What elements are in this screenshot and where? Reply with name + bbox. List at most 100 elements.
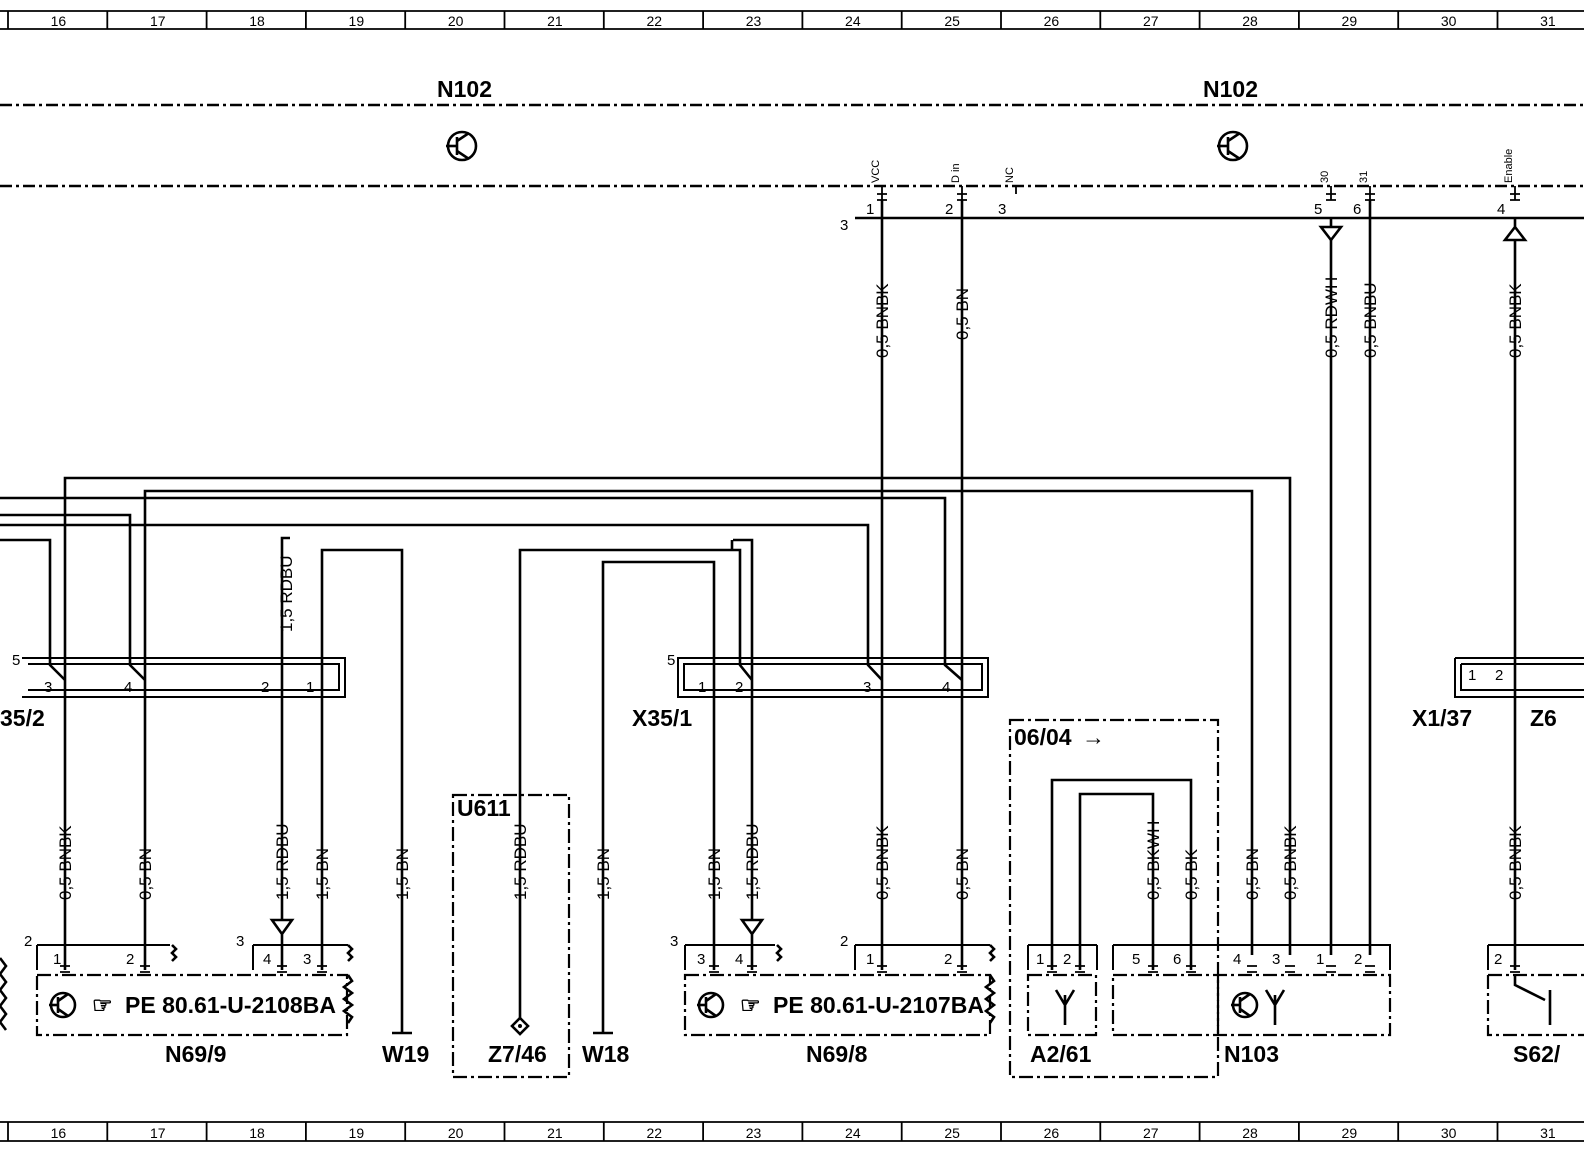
- transistor-icon: [1217, 130, 1249, 162]
- pin-number: 3: [697, 951, 705, 968]
- component-label: N103: [1224, 1041, 1279, 1067]
- transistor-icon: [446, 130, 478, 162]
- connector-number: 5: [667, 652, 675, 669]
- pin-number: 3: [863, 679, 871, 696]
- ruler-number: 26: [1044, 1125, 1060, 1141]
- component-label: N69/9: [165, 1041, 226, 1067]
- n102-pin-2: 2: [945, 201, 953, 218]
- pin-number: 2: [735, 679, 743, 696]
- ruler-number: 24: [845, 1125, 861, 1141]
- wire-label: 1,5 BN: [313, 848, 332, 900]
- ruler-number: 31: [1540, 13, 1556, 29]
- ruler-number: 20: [448, 1125, 464, 1141]
- connector-x35-1: 5 1 2 3 4 X35/1: [632, 652, 989, 731]
- wire-label: 1,5 RDBU: [511, 823, 530, 900]
- transistor-icon: [1231, 991, 1259, 1019]
- pin-number: 1: [306, 679, 314, 696]
- pin-number: 3: [303, 951, 311, 968]
- wire-label: 0,5 BK: [1182, 848, 1201, 900]
- component-label: Z7/46: [488, 1041, 547, 1067]
- pin-terminals: [709, 965, 967, 973]
- pin-number: 1: [698, 679, 706, 696]
- connector-number: 5: [12, 652, 20, 669]
- connector-label: Z6: [1530, 705, 1557, 731]
- wire-label: 0,5 BN: [1243, 848, 1262, 900]
- pin-signal-enable: Enable: [1503, 149, 1515, 183]
- ruler-number: 27: [1143, 13, 1159, 29]
- pin-number: 1: [53, 951, 61, 968]
- pointing-hand-icon: ☞: [740, 992, 761, 1018]
- ruler-number: 19: [349, 13, 365, 29]
- n102-pin-5: 5: [1314, 201, 1322, 218]
- connector-label: 35/2: [0, 705, 45, 731]
- ruler-number: 28: [1242, 13, 1258, 29]
- pin-number: 4: [735, 951, 743, 968]
- pin-number: 4: [942, 679, 950, 696]
- pin-number: 6: [1173, 951, 1181, 968]
- component-label: U611: [457, 795, 511, 821]
- pin-number: 1: [1316, 951, 1324, 968]
- ruler-number: 23: [746, 13, 762, 29]
- component-u611: U611 1,5 RDBU Z7/46: [451, 793, 571, 1079]
- pin-number: 5: [1132, 951, 1140, 968]
- wire-label: 0,5 BNBK: [56, 825, 75, 900]
- ground-label: W18: [582, 1041, 630, 1067]
- pin-signal-din: D in: [950, 163, 962, 183]
- connector-number: 3: [236, 933, 244, 950]
- variant-date: 06/04: [1014, 724, 1072, 750]
- ground-label: W19: [382, 1041, 429, 1067]
- pin-terminals: [60, 965, 327, 973]
- variant-region: 06/04 →: [1008, 718, 1220, 1079]
- wire-label: 0,5 BNBU: [1361, 282, 1380, 358]
- ruler-number: 24: [845, 13, 861, 29]
- ruler-number: 29: [1342, 1125, 1358, 1141]
- connector-x1-37: 1 2 X1/37 Z6: [1412, 657, 1584, 731]
- wire-label: 1,5 RDBU: [743, 823, 762, 900]
- wire-label: 1,5 RDBU: [273, 823, 292, 900]
- pin-number: 2: [1063, 951, 1071, 968]
- ruler-number: 16: [51, 13, 67, 29]
- n102-pin-4: 4: [1497, 201, 1505, 218]
- n102-pin-3: 3: [998, 201, 1006, 218]
- ruler-number: 25: [944, 1125, 960, 1141]
- ruler-number: 31: [1540, 1125, 1556, 1141]
- ruler-number: 18: [249, 13, 265, 29]
- pin-signal-30: 30: [1319, 171, 1331, 183]
- ruler-number: 21: [547, 13, 563, 29]
- connector-label: X35/1: [632, 705, 692, 731]
- pin-signal-vcc: VCC: [870, 160, 882, 183]
- wire-label: 1,5 BN: [393, 848, 412, 900]
- ruler-number: 28: [1242, 1125, 1258, 1141]
- pin-number: 4: [263, 951, 271, 968]
- n102-left-label: N102: [437, 76, 492, 102]
- component-a2-61: 1 2 A2/61: [1026, 944, 1098, 1067]
- bus-wires: [0, 476, 1292, 1033]
- connector-label: X1/37: [1412, 705, 1472, 731]
- antenna-icon: [1264, 989, 1286, 1025]
- ruler-number: 26: [1044, 13, 1060, 29]
- pointing-hand-icon: ☞: [92, 992, 113, 1018]
- wire-label: 0,5 BNBK: [1506, 825, 1525, 900]
- ruler-number: 25: [944, 13, 960, 29]
- wire-label: 0,5 BN: [136, 848, 155, 900]
- ruler-number: 20: [448, 13, 464, 29]
- pin-number: 3: [44, 679, 52, 696]
- n102-connector-number: 3: [840, 217, 848, 234]
- ruler-number: 17: [150, 13, 166, 29]
- wire-label: 0,5 BKWH: [1144, 821, 1163, 900]
- connector-number: 3: [670, 933, 678, 950]
- n102-pin-6: 6: [1353, 201, 1361, 218]
- transistor-icon: [49, 991, 77, 1019]
- wire-label: 0,5 BN: [953, 848, 972, 900]
- pin-number: 2: [1354, 951, 1362, 968]
- n102-pin-1: 1: [866, 201, 874, 218]
- pin-number: 4: [124, 679, 132, 696]
- antenna-icon: [1054, 989, 1076, 1025]
- ruler-number: 30: [1441, 1125, 1457, 1141]
- part-number: PE 80.61-U-2107BA: [773, 992, 984, 1018]
- component-n69-9: 2 3 1 2 4 3 ☞ PE 80.61-U-2108BA N69/9: [24, 933, 355, 1067]
- pin-number: 1: [866, 951, 874, 968]
- ruler-number: 23: [746, 1125, 762, 1141]
- pin-number: 2: [126, 951, 134, 968]
